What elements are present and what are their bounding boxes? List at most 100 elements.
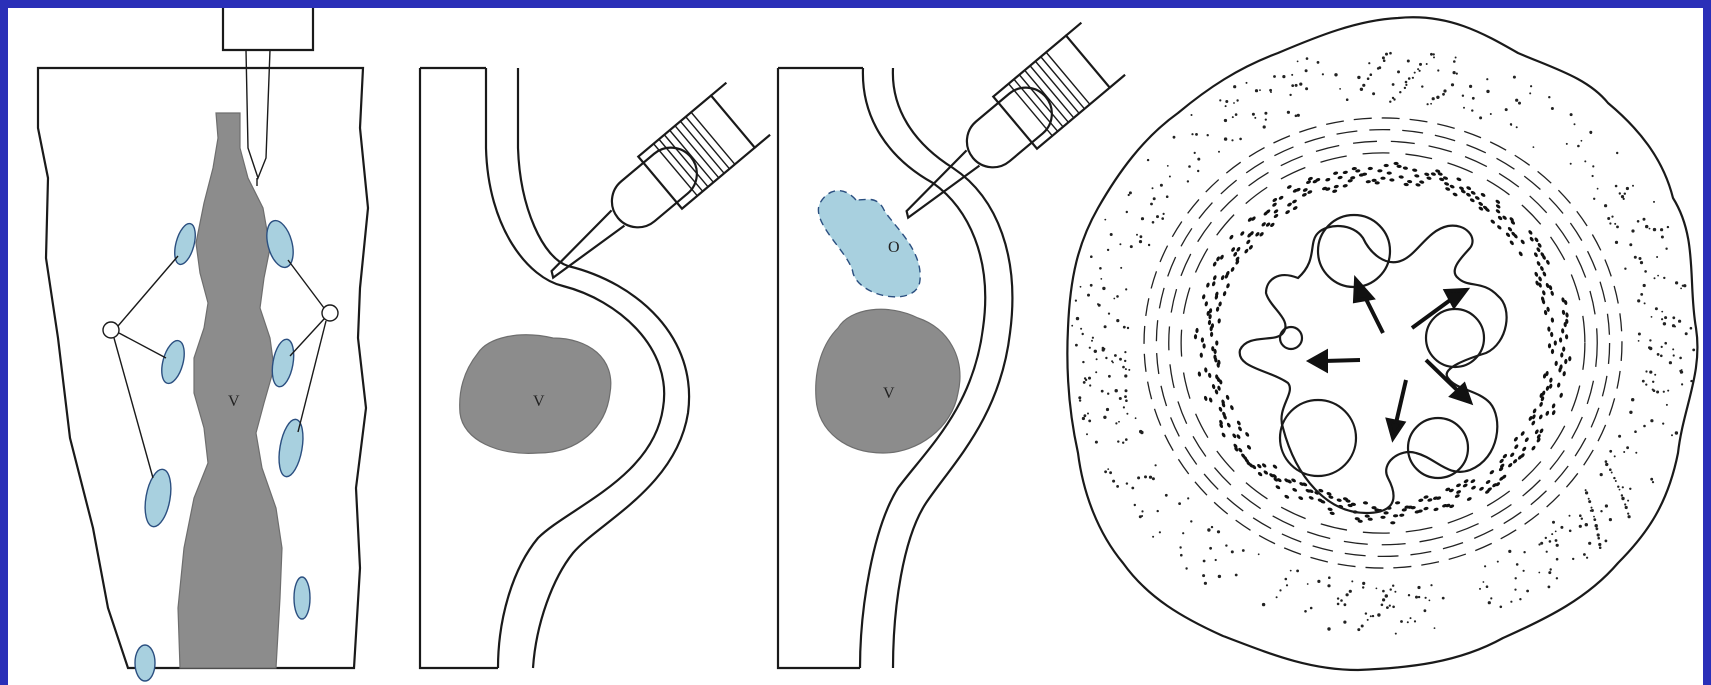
- stipple-dot: [1286, 584, 1288, 586]
- vascular-bundle: [1280, 400, 1356, 476]
- stipple-dot: [1390, 588, 1392, 590]
- stipple-dot: [1605, 460, 1608, 463]
- stipple-dot: [1113, 298, 1115, 300]
- stipple-dot: [1150, 203, 1153, 206]
- endodermis-dot: [1560, 352, 1564, 357]
- endodermis-dot: [1424, 172, 1430, 176]
- stipple-dot: [1130, 245, 1133, 248]
- stipple-dot: [1548, 586, 1551, 589]
- endodermis-dot: [1263, 470, 1269, 476]
- endodermis-dot: [1292, 487, 1298, 492]
- stipple-dot: [1078, 396, 1081, 399]
- vascular-bundle: [1408, 418, 1468, 478]
- endodermis-dot: [1217, 318, 1221, 324]
- stipple-dot: [1650, 419, 1653, 422]
- stipple-dot: [1645, 384, 1647, 386]
- stipple-dot: [1207, 528, 1210, 531]
- stipple-dot: [1640, 293, 1643, 296]
- endodermis-dot: [1308, 495, 1314, 500]
- stipple-dot: [1593, 518, 1596, 521]
- stipple-dot: [1591, 507, 1593, 509]
- stipple-dot: [1405, 81, 1408, 84]
- stipple-dot: [1572, 558, 1574, 560]
- stipple-dot: [1415, 596, 1418, 599]
- stipple-dot: [1679, 357, 1682, 360]
- stipple-dot: [1629, 488, 1631, 490]
- stipple-dot: [1233, 85, 1236, 88]
- stipple-dot: [1115, 422, 1117, 424]
- endodermis-dot: [1454, 494, 1460, 499]
- endodermis-dot: [1521, 446, 1527, 452]
- stipple-dot: [1370, 615, 1372, 617]
- stipple-dot: [1231, 550, 1234, 553]
- stipple-dot: [1690, 380, 1692, 382]
- panel-cross-section: [1067, 17, 1697, 670]
- stipple-dot: [1392, 585, 1394, 587]
- endodermis-dot: [1327, 507, 1333, 512]
- stipple-dot: [1119, 243, 1121, 245]
- endodermis-dot: [1423, 495, 1429, 499]
- stipple-dot: [1660, 228, 1663, 231]
- stipple-dot: [1368, 62, 1370, 64]
- injector-needle: [246, 50, 270, 178]
- stipple-dot: [1663, 322, 1666, 325]
- stipple-dot: [1605, 540, 1608, 543]
- vascular-bundle: [1426, 309, 1484, 367]
- stipple-dot: [1642, 380, 1645, 383]
- stipple-dot: [1217, 530, 1220, 533]
- stipple-dot: [1675, 431, 1678, 434]
- stipple-dot: [1094, 350, 1097, 353]
- endodermis-dot: [1305, 180, 1311, 185]
- endodermis-dot: [1259, 231, 1265, 237]
- stipple-dot: [1657, 275, 1659, 277]
- stipple-dot: [1551, 533, 1553, 535]
- stipple-dot: [1104, 219, 1106, 221]
- stipple-dot: [1417, 68, 1419, 70]
- stipple-dot: [1235, 113, 1238, 116]
- stipple-dot: [1515, 99, 1518, 102]
- stipple-dot: [1645, 370, 1647, 372]
- endodermis-dot: [1208, 397, 1213, 403]
- stipple-dot: [1471, 109, 1473, 111]
- endodermis-dot: [1364, 514, 1369, 518]
- stipple-dot: [1299, 83, 1302, 86]
- endodermis-dot: [1269, 222, 1275, 228]
- stipple-dot: [1080, 328, 1082, 330]
- stipple-dot: [1657, 353, 1660, 356]
- stipple-dot: [1071, 325, 1073, 327]
- stipple-dot: [1166, 195, 1169, 198]
- endodermis-dot: [1414, 174, 1420, 178]
- endodermis-dot: [1246, 444, 1252, 450]
- stipple-dot: [1194, 152, 1196, 154]
- panel-needle-approach: V: [420, 68, 770, 668]
- stipple-dot: [1551, 107, 1554, 110]
- stipple-dot: [1139, 240, 1142, 243]
- endodermis-dot: [1383, 511, 1388, 514]
- stipple-dot: [1148, 244, 1150, 246]
- endodermis-dot: [1208, 373, 1212, 379]
- stipple-dot: [1225, 105, 1227, 107]
- vessel-cross: [816, 309, 960, 453]
- stipple-dot: [1317, 580, 1320, 583]
- endodermis-dot: [1568, 356, 1572, 361]
- stipple-dot: [1399, 91, 1401, 93]
- endodermis-dot: [1562, 371, 1566, 377]
- endodermis-dot: [1549, 377, 1553, 383]
- stipple-dot: [1617, 486, 1619, 488]
- endodermis-dot: [1427, 498, 1433, 503]
- stipple-dot: [1624, 193, 1626, 195]
- stipple-dot: [1116, 485, 1119, 488]
- endodermis-dot: [1200, 352, 1204, 357]
- endodermis-dot: [1302, 187, 1308, 192]
- endodermis-dot: [1195, 328, 1199, 333]
- stipple-dot: [1661, 346, 1663, 348]
- endodermis-dot: [1470, 478, 1476, 483]
- stipple-dot: [1614, 223, 1616, 225]
- endodermis-dot: [1254, 231, 1260, 237]
- stipple-dot: [1597, 537, 1600, 540]
- stipple-dot: [1337, 597, 1339, 599]
- central-cavity: [1240, 226, 1507, 513]
- vessel-longitudinal: [178, 113, 282, 668]
- endodermis-dot: [1485, 479, 1491, 485]
- endodermis-dot: [1466, 496, 1472, 501]
